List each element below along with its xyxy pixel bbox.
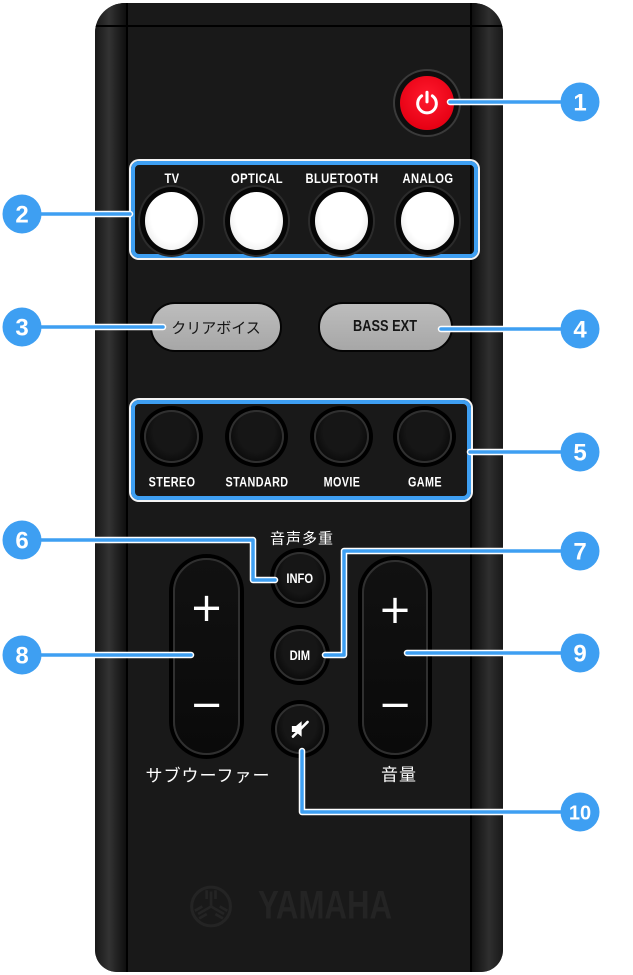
plus-sign: +: [378, 586, 412, 633]
audio-multiplex-label: 音声多重: [269, 530, 335, 548]
stereo-label: STEREO: [148, 474, 196, 490]
minus-sign: −: [378, 682, 412, 729]
svg-text:2: 2: [15, 202, 28, 229]
callout-2: 2: [2, 194, 42, 234]
volume-plus-button[interactable]: +: [364, 562, 426, 658]
input-label-analog: ANALOG: [402, 170, 454, 186]
remote-left-edge: [95, 3, 128, 972]
info-label: INFO: [286, 570, 314, 586]
svg-text:1: 1: [573, 90, 586, 117]
bass-ext-label: BASS EXT: [353, 318, 418, 335]
callout-3: 3: [2, 307, 42, 347]
bass-ext-button[interactable]: BASS EXT: [318, 302, 453, 352]
standard-label: STANDARD: [225, 474, 289, 490]
svg-text:5: 5: [573, 440, 586, 467]
callout-7: 7: [560, 531, 600, 571]
input-label-tv: TV: [164, 170, 180, 186]
input-label-optical: OPTICAL: [231, 170, 283, 186]
subwoofer-rocker: + −: [173, 558, 240, 755]
callout-9: 9: [560, 633, 600, 673]
svg-text:4: 4: [573, 317, 587, 344]
volume-label: 音量: [381, 765, 417, 785]
game-label: GAME: [408, 474, 442, 490]
yamaha-logo-text: YAMAHA: [257, 883, 393, 928]
optical-button[interactable]: [230, 192, 283, 250]
callout-8: 8: [2, 635, 42, 675]
svg-text:9: 9: [573, 641, 586, 668]
power-button[interactable]: [400, 76, 454, 130]
clear-voice-button[interactable]: クリアボイス: [150, 302, 282, 352]
svg-text:3: 3: [15, 315, 28, 342]
remote-top-cap: [95, 3, 503, 27]
svg-text:6: 6: [15, 528, 28, 555]
movie-button[interactable]: [314, 410, 369, 463]
info-button[interactable]: INFO: [274, 552, 326, 604]
remote-right-edge: [470, 3, 503, 972]
stereo-button[interactable]: [144, 410, 199, 463]
dim-label: DIM: [289, 647, 311, 663]
callout-6: 6: [2, 520, 42, 560]
volume-rocker: + −: [362, 560, 428, 755]
plus-sign: +: [189, 585, 224, 632]
volume-minus-button[interactable]: −: [364, 658, 426, 754]
dim-button[interactable]: DIM: [274, 629, 326, 681]
mute-icon: [287, 716, 313, 742]
input-group-frame: [131, 161, 478, 258]
analog-button[interactable]: [401, 192, 454, 250]
minus-sign: −: [189, 681, 224, 728]
yamaha-logo: YAMAHA: [189, 884, 411, 929]
callout-5: 5: [560, 432, 600, 472]
callout-4: 4: [560, 309, 600, 349]
svg-text:7: 7: [573, 539, 586, 566]
clear-voice-label: クリアボイス: [171, 319, 261, 337]
movie-label: MOVIE: [323, 474, 361, 490]
bluetooth-button[interactable]: [315, 192, 368, 250]
power-icon: [413, 89, 441, 117]
subwoofer-plus-button[interactable]: +: [175, 560, 238, 657]
yamaha-logo-mark: [189, 884, 233, 928]
input-label-bluetooth: BLUETOOTH: [305, 170, 379, 186]
svg-text:10: 10: [569, 803, 591, 825]
tv-button[interactable]: [145, 192, 198, 250]
standard-button[interactable]: [229, 410, 284, 463]
callout-10: 10: [560, 792, 600, 832]
callout-1: 1: [560, 82, 600, 122]
subwoofer-minus-button[interactable]: −: [175, 657, 238, 754]
subwoofer-label: サブウーファー: [145, 766, 271, 786]
svg-text:8: 8: [15, 643, 28, 670]
game-button[interactable]: [397, 410, 452, 463]
mute-button[interactable]: [275, 704, 325, 754]
